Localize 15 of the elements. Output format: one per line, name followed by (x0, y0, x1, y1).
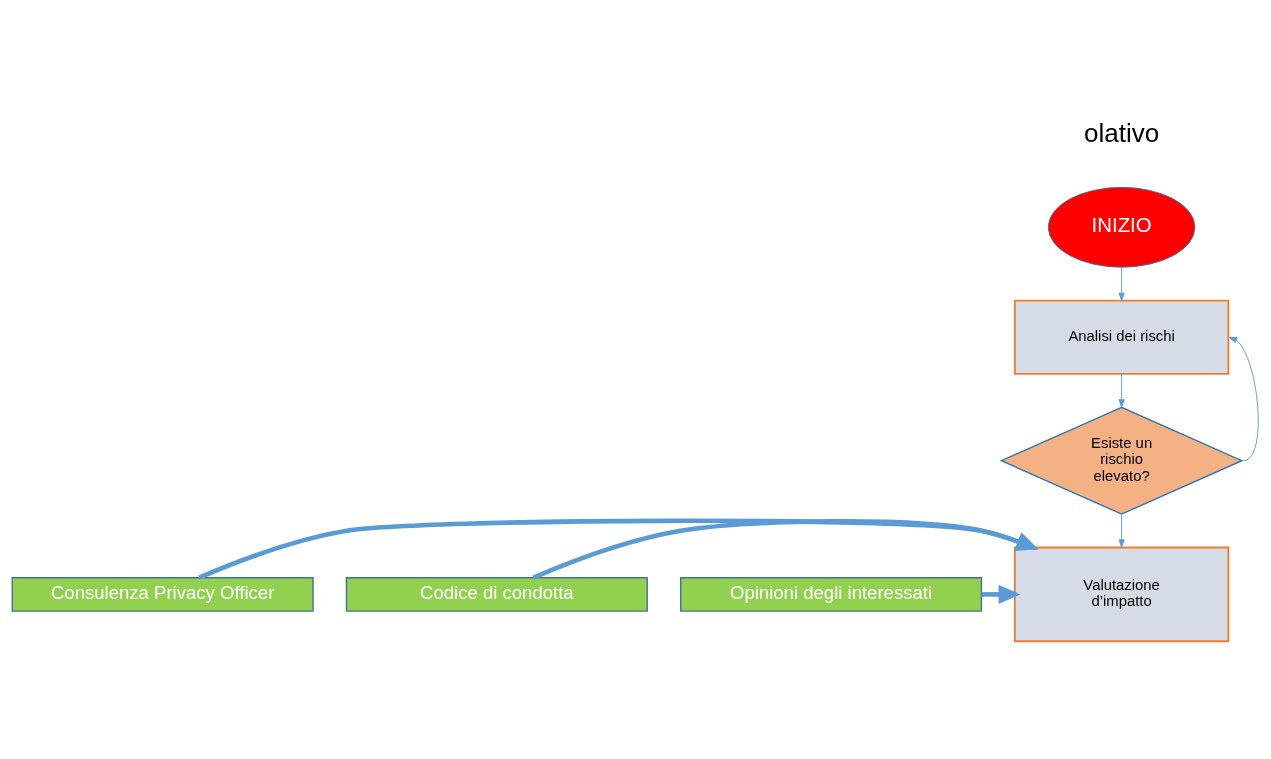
arrow (1118, 513, 1125, 548)
arrow (1118, 373, 1125, 408)
arrow (198, 518, 1039, 580)
node-ellipse: INIZIO (1047, 186, 1196, 268)
arrow (1118, 266, 1125, 302)
node-diamond: Esiste un rischio elevato? (999, 406, 1244, 515)
arrow (1228, 336, 1259, 462)
node-box: Analisi dei rischi (1013, 299, 1230, 375)
node-box: Codice di condotta (345, 577, 648, 612)
node-box: Valutazione d’impatto (1013, 546, 1230, 643)
node-box: Consulenza Privacy Officer (11, 577, 314, 612)
label: olativo (1084, 118, 1160, 149)
arrow (981, 584, 1021, 605)
arrow (532, 519, 1039, 580)
node-box: Opinioni degli interessati (679, 577, 983, 612)
